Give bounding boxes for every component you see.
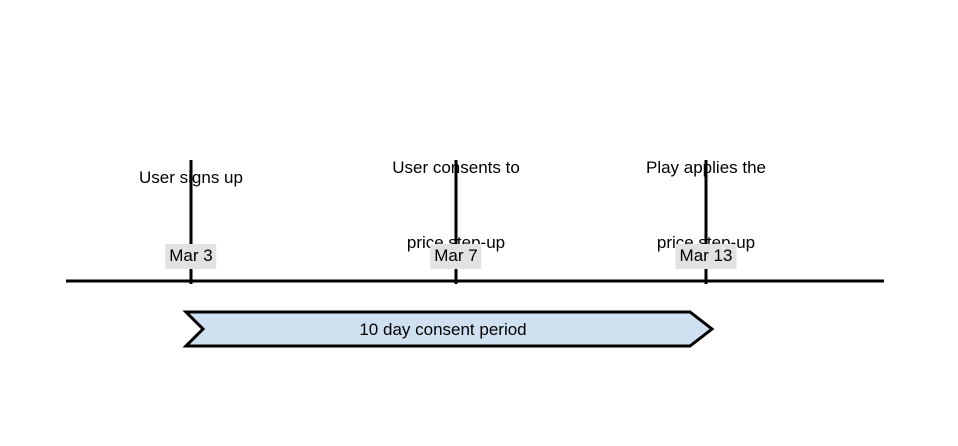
date-chip-signup: Mar 3 — [165, 244, 217, 269]
date-chip-consent: Mar 7 — [430, 244, 482, 269]
date-chip-apply: Mar 13 — [675, 244, 737, 269]
consent-period-band-shape — [182, 310, 715, 348]
